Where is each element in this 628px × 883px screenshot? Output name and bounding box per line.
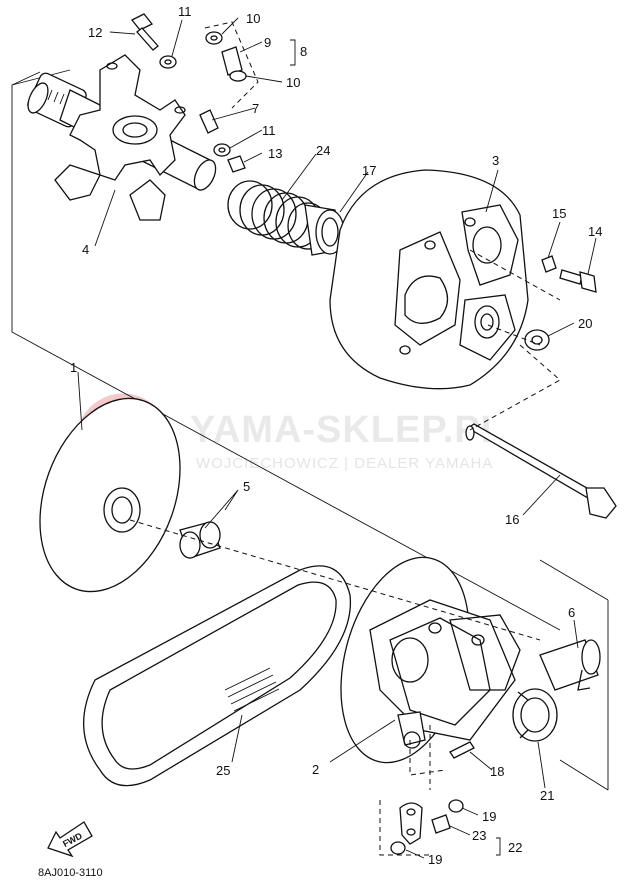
assembly-frame xyxy=(11,69,609,791)
part-5-bushing xyxy=(179,521,221,559)
weight-arm-parts xyxy=(390,741,475,855)
part-1-sheave-disc xyxy=(39,397,181,593)
callout-4: 4 xyxy=(82,242,89,257)
callout-21: 21 xyxy=(540,788,554,803)
part-6-sleeve xyxy=(539,639,601,691)
callout-1: 1 xyxy=(70,360,77,375)
explode-guides xyxy=(129,249,561,856)
part-2-sheave-assembly xyxy=(340,556,521,764)
part-24-spring xyxy=(227,180,329,250)
part-20-washer xyxy=(524,329,550,351)
diagram-code: 8AJ010-3110 xyxy=(38,867,103,879)
callout-19-bottom: 19 xyxy=(428,852,442,867)
part-18-pin xyxy=(449,741,475,759)
part-25-drive-belt xyxy=(82,565,352,787)
part-4-spider-shaft xyxy=(27,54,217,221)
part-10-washer-top xyxy=(205,31,223,45)
callout-13: 13 xyxy=(268,146,282,161)
callout-8: 8 xyxy=(300,44,307,59)
callout-12: 12 xyxy=(88,25,102,40)
callout-25: 25 xyxy=(216,763,230,778)
fwd-arrow-icon: FWD xyxy=(47,821,93,858)
callout-15: 15 xyxy=(552,206,566,221)
part-16-long-bolt xyxy=(465,423,617,519)
callout-11-top: 11 xyxy=(178,4,192,19)
part-14-bolt-shank xyxy=(559,269,583,285)
watermark-subtitle: WOJCIECHOWICZ | DEALER YAMAHA xyxy=(196,455,493,472)
leader-lines xyxy=(77,17,597,859)
callout-6: 6 xyxy=(568,605,575,620)
callout-10-top: 10 xyxy=(246,11,260,26)
part-10-washer-bottom xyxy=(229,70,247,82)
part-19-washer-bottom xyxy=(390,841,406,855)
part-3-clutch-cover xyxy=(329,169,529,390)
callout-5: 5 xyxy=(243,479,250,494)
callout-labels: 12 11 10 9 8 10 7 11 13 24 17 3 15 14 20… xyxy=(70,4,602,867)
callout-19-top: 19 xyxy=(482,809,496,824)
callout-22: 22 xyxy=(508,840,522,855)
callout-18: 18 xyxy=(490,764,504,779)
part-11-washer-top xyxy=(159,55,177,69)
callout-23: 23 xyxy=(472,828,486,843)
part-7-pin xyxy=(199,109,219,134)
cover-fasteners xyxy=(524,255,597,351)
part-13-nut xyxy=(227,155,246,173)
callout-11-bottom: 11 xyxy=(262,123,276,138)
part-9-collar xyxy=(221,46,243,76)
callout-10-bottom: 10 xyxy=(286,75,300,90)
callout-16: 16 xyxy=(505,512,519,527)
part-23-bushing xyxy=(431,814,451,834)
part-21-collar xyxy=(512,688,558,742)
part-22-weight xyxy=(399,802,423,845)
small-hardware xyxy=(159,21,259,173)
part-15-washer xyxy=(541,255,557,273)
watermark: YAMA-SKLEP.PL WOJCIECHOWICZ | DEALER YAM… xyxy=(76,393,505,487)
callout-9: 9 xyxy=(264,35,271,50)
part-11-washer-bottom xyxy=(213,143,231,157)
callout-3: 3 xyxy=(492,153,499,168)
part-12-bolt xyxy=(130,13,159,51)
watermark-title: YAMA-SKLEP.PL xyxy=(190,409,505,451)
callout-14: 14 xyxy=(588,224,602,239)
part-19-washer-top xyxy=(448,799,464,813)
callout-2: 2 xyxy=(312,762,319,777)
callout-7: 7 xyxy=(252,101,259,116)
callout-20: 20 xyxy=(578,316,592,331)
callout-24: 24 xyxy=(316,143,330,158)
callout-17: 17 xyxy=(362,163,376,178)
part-14-bolt-head xyxy=(579,271,597,293)
